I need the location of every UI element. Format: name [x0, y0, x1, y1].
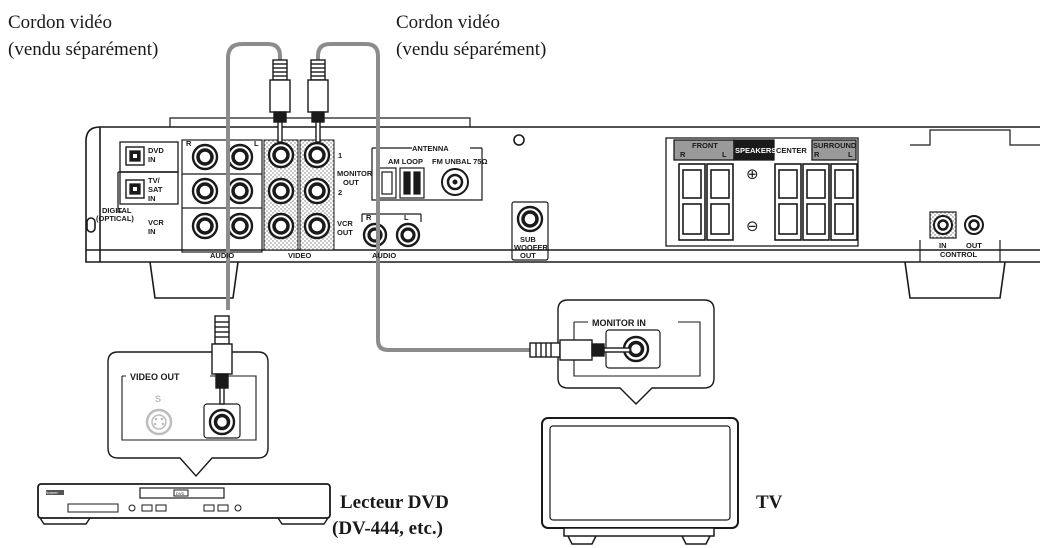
label-l: L [254, 139, 259, 148]
label-control: CONTROL [940, 250, 977, 259]
label-front: FRONT [692, 141, 718, 150]
s-video-label: S [155, 394, 161, 404]
label-vcr-in: IN [148, 227, 156, 236]
fm-antenna-jack[interactable] [441, 168, 469, 196]
label-dvd: DVD [148, 146, 164, 155]
video-cable-tv [316, 42, 530, 352]
rca-plug-right [307, 59, 329, 143]
label-center: CENTER [776, 146, 807, 155]
video-rca-jacks[interactable] [267, 141, 331, 240]
optical-jack-dvd[interactable] [125, 146, 145, 166]
label-surround-r: R [814, 150, 820, 159]
audio-rca-jacks[interactable] [191, 143, 254, 240]
terminal-surround-l [830, 163, 858, 241]
label-monitor-1: 1 [338, 151, 342, 160]
label-l-2: L [404, 213, 409, 222]
label-monitor-out: OUT [343, 178, 359, 187]
dvd-player-caption-line1: Lecteur DVD [340, 492, 449, 513]
label-digital: DIGITAL [102, 206, 132, 215]
subwoofer-out-jack[interactable] [516, 205, 544, 233]
receiver-rear-panel [85, 117, 1040, 299]
label-am-loop: AM LOOP [388, 157, 423, 166]
monitor-in-label: MONITOR IN [592, 318, 646, 328]
tv-caption: TV [756, 492, 783, 513]
tv-illustration [541, 417, 739, 545]
video-out-callout [107, 351, 269, 478]
label-video: VIDEO [288, 251, 312, 260]
label-r-2: R [366, 213, 372, 222]
video-cable-dvd [226, 42, 282, 310]
plus-symbol: ⊕ [746, 166, 759, 183]
monitor-in-jack[interactable] [605, 329, 661, 369]
cable-left-caption-line2: (vendu séparément) [8, 39, 158, 60]
rca-plug-video-out [211, 315, 233, 405]
label-r: R [186, 139, 192, 148]
speakers-section [665, 137, 859, 247]
label-front-l: L [722, 150, 727, 159]
label-antenna: ANTENNA [412, 144, 449, 153]
video-out-jack[interactable] [203, 403, 241, 439]
label-fm-unbal: FM UNBAL 75Ω [432, 157, 487, 166]
label-sub: SUB [520, 235, 536, 244]
optical-jack-tv-sat[interactable] [125, 179, 145, 199]
label-optical: (OPTICAL) [96, 214, 134, 223]
label-vcr-out-2: OUT [337, 228, 353, 237]
speaker-terminals[interactable] [678, 163, 858, 241]
dvd-player-illustration [37, 483, 331, 525]
dvd-player-caption-line2: (DV-444, etc.) [332, 518, 443, 539]
label-audio-2: AUDIO [372, 251, 396, 260]
label-control-in: IN [939, 241, 947, 250]
label-monitor: MONITOR [337, 169, 373, 178]
vcr-out-audio-jacks[interactable] [362, 222, 421, 248]
control-jacks[interactable] [933, 215, 984, 235]
terminal-surround-r [802, 163, 830, 241]
label-speakers: SPEAKERS [735, 146, 776, 155]
monitor-in-callout [557, 299, 715, 405]
terminal-front-r [678, 163, 706, 241]
label-surround-l: L [848, 150, 853, 159]
label-tv-in: IN [148, 194, 156, 203]
label-out: OUT [520, 251, 536, 260]
minus-symbol: ⊖ [746, 218, 759, 235]
label-control-out: OUT [966, 241, 982, 250]
rca-plug-left [269, 59, 291, 143]
dvd-brand-logo: Pioneer [44, 490, 58, 495]
vcr-out-audio-bracket [361, 213, 422, 222]
label-audio: AUDIO [210, 251, 234, 260]
subwoofer-out-section [511, 201, 549, 261]
label-woofer: WOOFER [514, 243, 548, 252]
cable-left-caption-line1: Cordon vidéo [8, 12, 112, 33]
audio-input-section [181, 139, 263, 253]
digital-optical-group [117, 141, 179, 213]
label-vcr-out-1: VCR [337, 219, 353, 228]
label-monitor-2: 2 [338, 188, 342, 197]
cable-right-caption-line1: Cordon vidéo [396, 12, 500, 33]
terminal-center [774, 163, 802, 241]
video-out-label: VIDEO OUT [130, 372, 180, 382]
label-vcr: VCR [148, 218, 164, 227]
dvd-disc-logo: DVD [176, 491, 185, 496]
cable-right-caption-line2: (vendu séparément) [396, 39, 546, 60]
label-dvd-in: IN [148, 155, 156, 164]
terminal-front-l [706, 163, 734, 241]
s-video-jack [145, 408, 173, 436]
label-sat: SAT [148, 185, 163, 194]
label-tv: TV/ [148, 176, 161, 185]
label-surround: SURROUND [813, 141, 857, 150]
label-front-r: R [680, 150, 686, 159]
rca-plug-monitor-in [529, 339, 631, 361]
